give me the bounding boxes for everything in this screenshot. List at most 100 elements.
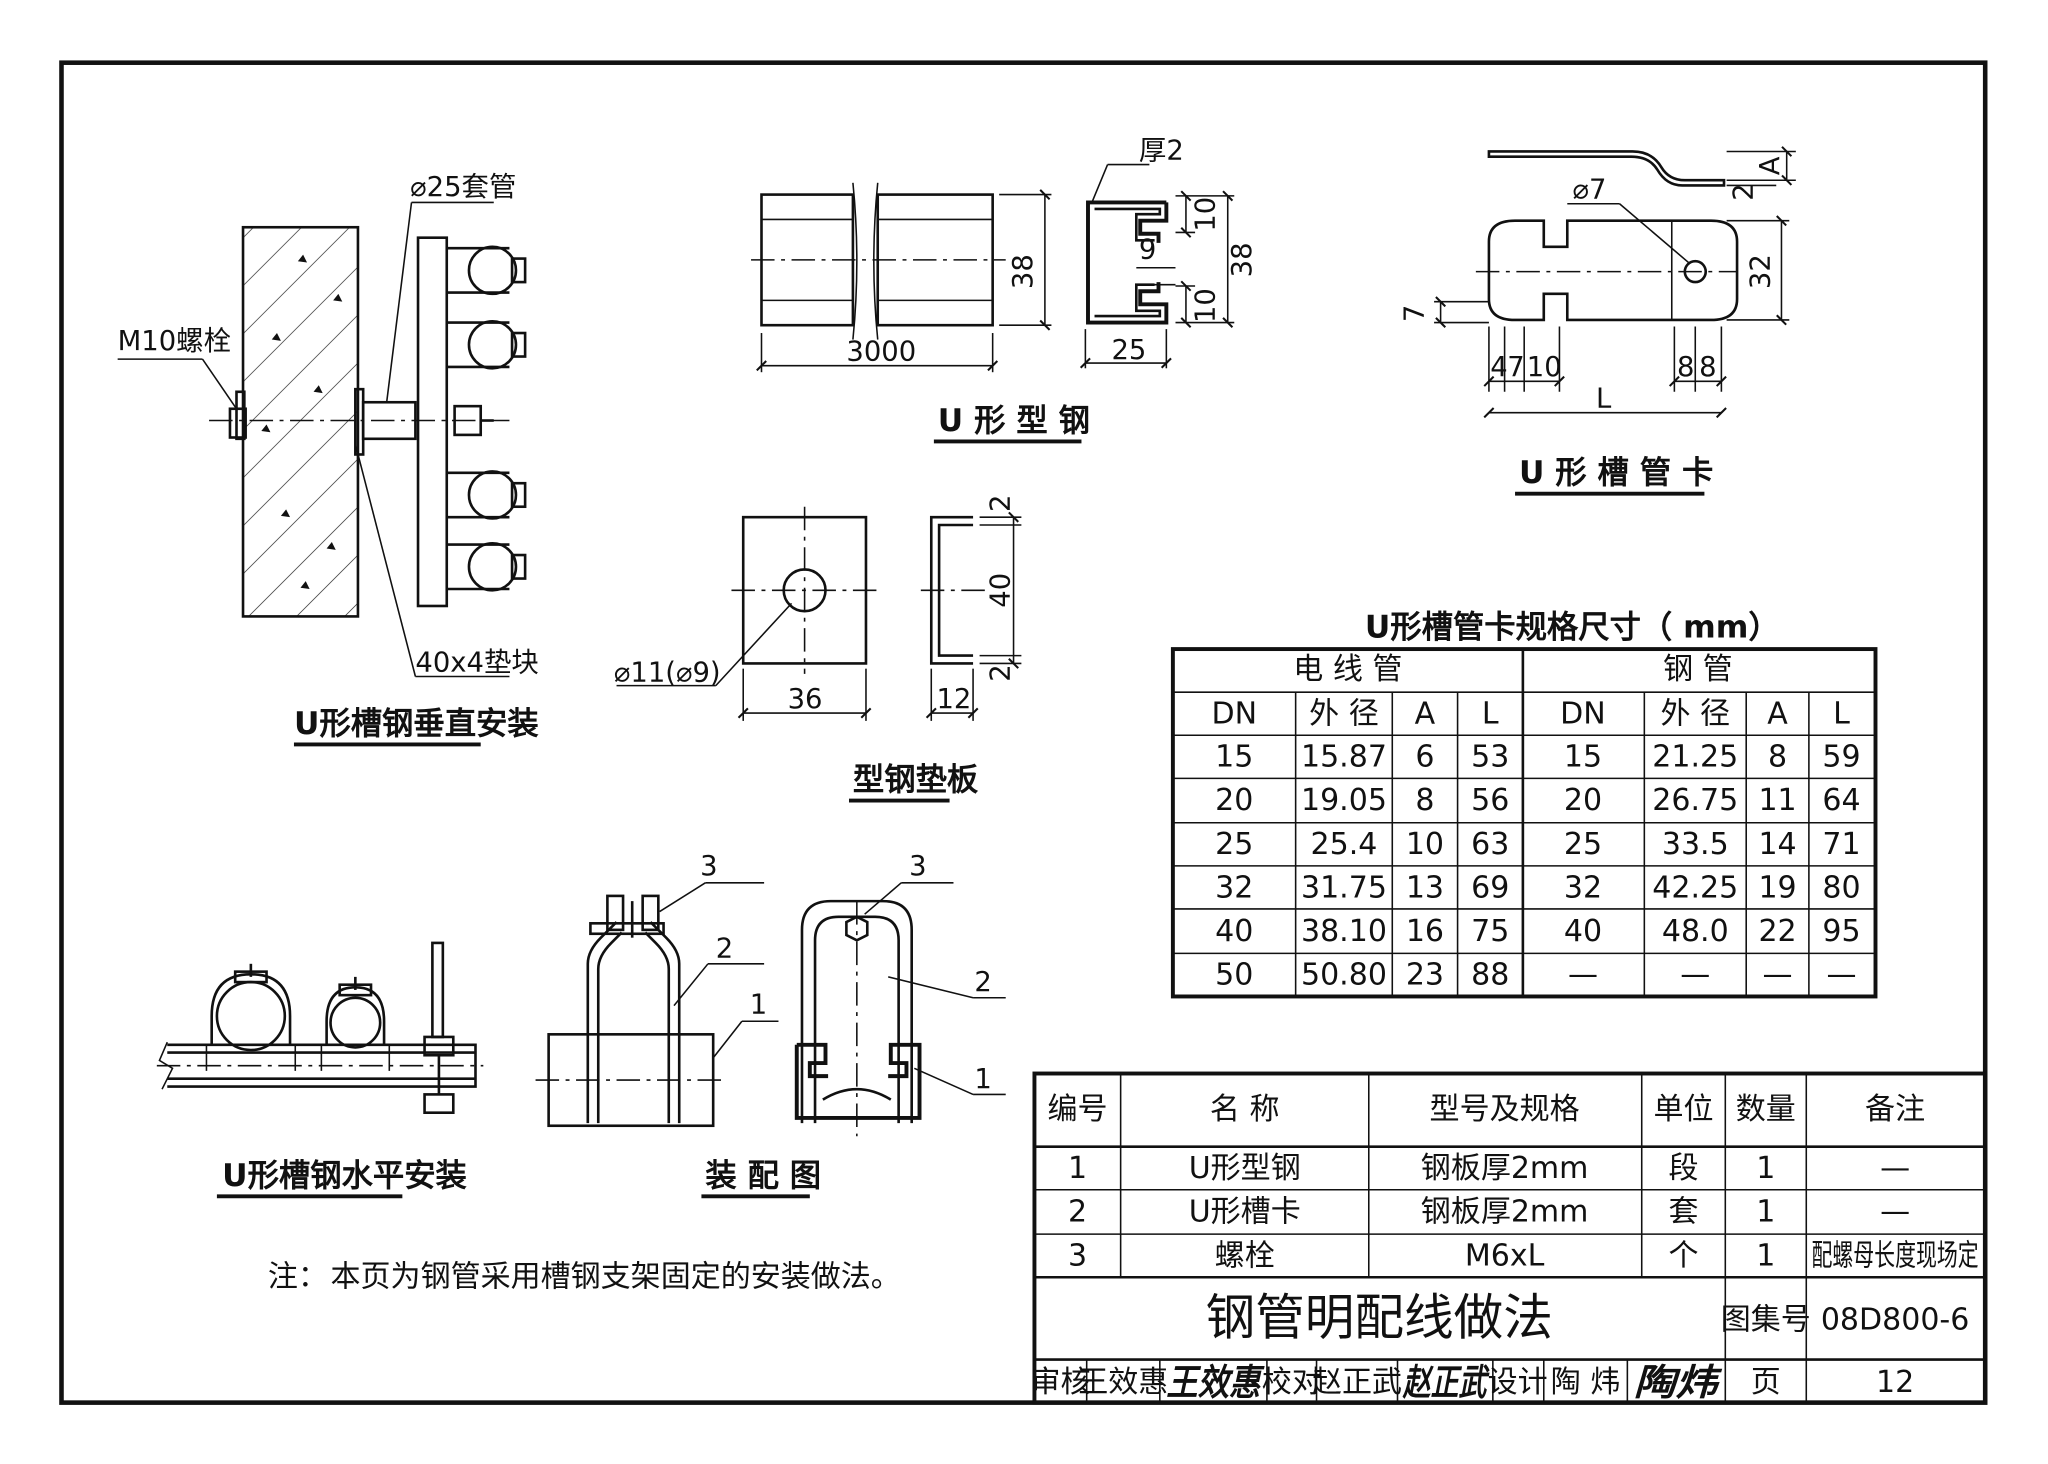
vertical-install-view: M10螺栓 ⌀25套管 40x4垫块 U形槽钢垂直安装 [117, 172, 539, 747]
parts-cell: 1 [1068, 1151, 1087, 1186]
assembly-view: 3 2 1 3 2 1 装 配 图 [535, 851, 1006, 1199]
drawing-frame [59, 60, 1988, 1405]
u-clamp-plan [1487, 219, 1739, 322]
callout-pad: 40x4垫块 [415, 647, 538, 678]
spec-cell: 15.87 [1301, 740, 1387, 775]
atlas-label: 图集号 [1721, 1302, 1811, 1337]
view-title-u-clamp: U 形 槽 管 卡 [1519, 455, 1713, 491]
checker-signature: 赵正武 [1402, 1361, 1490, 1404]
u-steel-view: 3000 38 厚2 9 10 10 38 25 U 形 型 钢 [751, 135, 1258, 444]
dim-pad-width: 36 [788, 684, 823, 715]
view-title-horizontal: U形槽钢水平安装 [222, 1158, 467, 1194]
pipe-clamps [446, 245, 527, 592]
designer-name: 陶 炜 [1551, 1365, 1621, 1400]
dim-pad-height: 40 [986, 573, 1017, 608]
assembly-clamp [586, 921, 681, 1124]
review-label: 审核 [1031, 1365, 1091, 1400]
spec-cell: 42.25 [1652, 870, 1738, 905]
view-title-vertical: U形槽钢垂直安装 [294, 706, 539, 742]
parts-cell: 配螺母长度现场定 [1812, 1238, 1979, 1273]
assembly-channel-section [794, 1042, 922, 1120]
spec-cell: 31.75 [1301, 870, 1387, 905]
spec-cell: 26.75 [1652, 783, 1738, 818]
spec-col-dn2: DN [1560, 697, 1606, 732]
dim-length: 3000 [846, 336, 916, 367]
parts-cell: 段 [1669, 1151, 1699, 1186]
design-label: 设计 [1488, 1365, 1548, 1400]
spec-col-l2: L [1833, 697, 1850, 732]
spec-col-dn: DN [1211, 697, 1257, 732]
dim-10: 10 [1527, 352, 1562, 383]
assembly-item-1b: 1 [974, 1064, 991, 1095]
spec-cell: 19.05 [1301, 783, 1387, 818]
parts-col-spec: 型号及规格 [1430, 1092, 1580, 1127]
spec-cell: 10 [1406, 827, 1444, 862]
parts-col-unit: 单位 [1653, 1092, 1713, 1127]
spec-cell: 63 [1471, 827, 1509, 862]
parts-cell: — [1880, 1151, 1910, 1186]
parts-col-remark: 备注 [1865, 1092, 1925, 1127]
spec-cell: 69 [1471, 870, 1509, 905]
spec-cell: 14 [1758, 827, 1796, 862]
spec-cell: 75 [1471, 914, 1509, 949]
spec-cell: 15 [1215, 740, 1253, 775]
hanger-rod [431, 941, 445, 1039]
parts-cell: M6xL [1465, 1238, 1545, 1273]
spec-cell: 21.25 [1652, 740, 1738, 775]
callout-sleeve: ⌀25套管 [410, 172, 516, 203]
spec-cell: 19 [1758, 870, 1796, 905]
parts-cell: U形型钢 [1189, 1151, 1301, 1186]
dim-height: 38 [1008, 254, 1039, 289]
spec-col-od2: 外 径 [1660, 697, 1730, 732]
dim-pad-bottom: 2 [986, 664, 1017, 681]
spec-cell: 23 [1406, 958, 1444, 993]
spec-cell: 25.4 [1311, 827, 1378, 862]
parts-cell: 1 [1756, 1151, 1775, 1186]
designer-signature: 陶炜 [1634, 1361, 1723, 1404]
assembly-item-2b: 2 [974, 967, 991, 998]
dim-8a: 8 [1677, 352, 1694, 383]
spec-cell: 25 [1215, 827, 1253, 862]
dim-thickness: 厚2 [1139, 135, 1184, 166]
spec-col-a: A [1415, 697, 1436, 732]
spec-table-title: U形槽管卡规格尺寸（ mm） [1365, 609, 1780, 645]
page-number: 12 [1876, 1365, 1914, 1400]
drawing-title: 钢管明配线做法 [1206, 1289, 1553, 1347]
checker-name: 赵正武 [1312, 1365, 1402, 1400]
wall-plate-left [235, 390, 246, 441]
spec-cell: 71 [1822, 827, 1860, 862]
dim-7: 7 [1507, 352, 1524, 383]
spec-cell: 33.5 [1662, 827, 1729, 862]
spec-cell: 13 [1406, 870, 1444, 905]
spec-cell: 11 [1758, 783, 1796, 818]
view-title-pad: 型钢垫板 [853, 762, 979, 798]
spec-cell: 38.10 [1301, 914, 1387, 949]
spec-cell: 40 [1215, 914, 1253, 949]
dim-pad-hole: ⌀11(⌀9) [614, 658, 721, 689]
parts-header-row: 编号 名 称 型号及规格 单位 数量 备注 [1048, 1092, 1926, 1127]
view-title-assembly: 装 配 图 [705, 1158, 821, 1194]
spec-cell: 80 [1822, 870, 1860, 905]
assembly-item-3b: 3 [909, 851, 926, 882]
atlas-number: 08D800-6 [1821, 1302, 1970, 1337]
spec-cell: 16 [1406, 914, 1444, 949]
spec-cell: 88 [1471, 958, 1509, 993]
dim-bottom: 10 [1191, 288, 1222, 323]
dim-width: 25 [1112, 335, 1147, 366]
spec-cell: 95 [1822, 914, 1860, 949]
dim-top: 10 [1191, 197, 1222, 232]
spec-cell: — [1827, 958, 1857, 993]
u-clamp-view: ⌀7 A 2 32 7 4 7 10 8 8 L U 形 槽 管 卡 [1400, 146, 1796, 496]
spec-cell: 15 [1564, 740, 1602, 775]
parts-col-name: 名 称 [1210, 1092, 1280, 1127]
dim-32: 32 [1746, 254, 1777, 289]
parts-cell: 螺栓 [1215, 1238, 1275, 1273]
parts-col-no: 编号 [1048, 1092, 1108, 1127]
spec-cell: 32 [1215, 870, 1253, 905]
spec-cell: — [1568, 958, 1598, 993]
spec-cell: 48.0 [1662, 914, 1729, 949]
spec-cell: 8 [1768, 740, 1787, 775]
spec-col-l: L [1482, 697, 1499, 732]
parts-col-qty: 数量 [1736, 1092, 1796, 1127]
